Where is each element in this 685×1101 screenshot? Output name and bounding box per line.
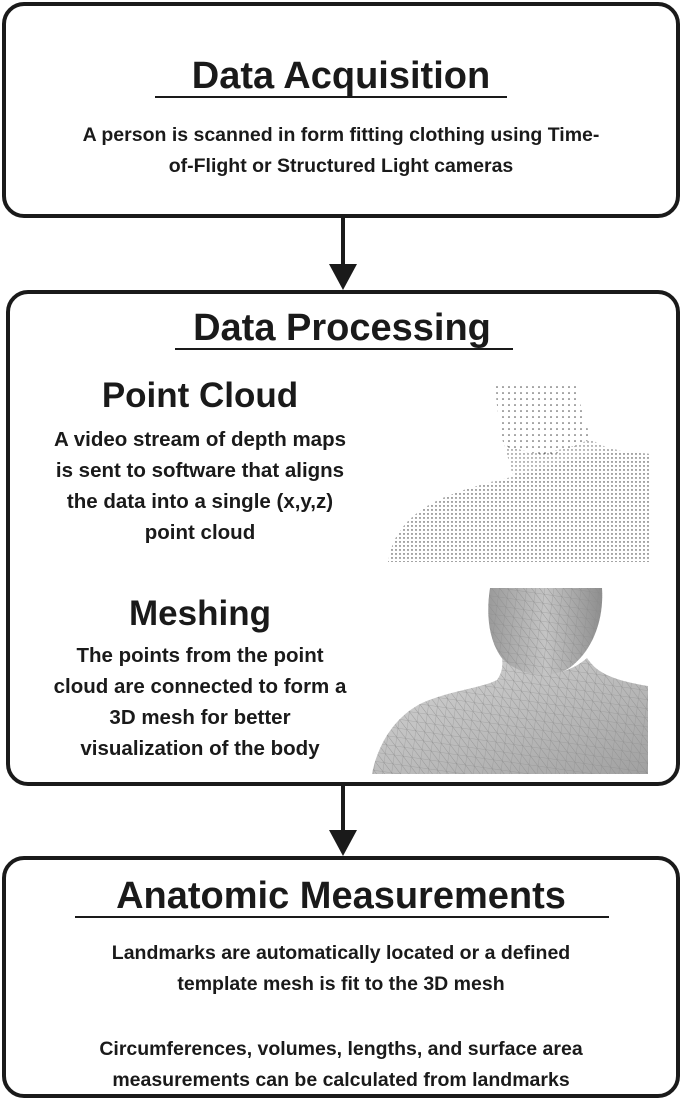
point-cloud-line-2: is sent to software that aligns (55, 459, 345, 482)
landmarks-line-2: template mesh is fit to the 3D mesh (177, 973, 505, 995)
data-processing-title: Data Processing (193, 307, 491, 349)
meshing-description: The points from the point cloud are conn… (30, 640, 370, 764)
mesh-image (372, 588, 648, 774)
point-cloud-line-4: point cloud (144, 521, 256, 544)
data-processing-box: Data Processing Point Cloud A video stre… (6, 290, 680, 786)
landmarks-line-1: Landmarks are automatically located or a… (111, 942, 571, 964)
meshing-line-3: 3D mesh for better (109, 706, 291, 729)
point-cloud-line-1: A video stream of depth maps (54, 428, 346, 451)
data-acquisition-text-line-2: of-Flight or Structured Light cameras (168, 155, 514, 177)
anatomic-measurements-underline (75, 916, 609, 918)
point-cloud-heading: Point Cloud (101, 376, 299, 415)
data-acquisition-title: Data Acquisition (191, 55, 491, 97)
meshing-line-1: The points from the point (76, 644, 324, 667)
calculations-line-1: Circumferences, volumes, lengths, and su… (99, 1038, 583, 1060)
meshing-line-2: cloud are connected to form a (53, 675, 347, 698)
meshing-heading: Meshing (129, 594, 271, 633)
data-acquisition-text-line-1: A person is scanned in form fitting clot… (82, 124, 600, 146)
meshing-line-4: visualization of the body (80, 737, 320, 760)
data-processing-underline (175, 348, 513, 350)
anatomic-measurements-title: Anatomic Measurements (116, 875, 566, 917)
calculations-line-2: measurements can be calculated from land… (112, 1069, 570, 1091)
point-cloud-line-3: the data into a single (x,y,z) (66, 490, 334, 513)
anatomic-measurements-box: Anatomic Measurements Landmarks are auto… (2, 856, 680, 1098)
data-acquisition-underline (155, 96, 507, 98)
arrow-processing-to-measurements (329, 786, 357, 856)
point-cloud-description: A video stream of depth maps is sent to … (30, 424, 370, 548)
landmarks-paragraph: Landmarks are automatically located or a… (6, 938, 676, 1000)
arrow-acquisition-to-processing (329, 218, 357, 290)
point-cloud-image (388, 384, 650, 562)
data-acquisition-text: A person is scanned in form fitting clot… (6, 120, 676, 182)
data-acquisition-box: Data Acquisition A person is scanned in … (2, 2, 680, 218)
calculations-paragraph: Circumferences, volumes, lengths, and su… (6, 1034, 676, 1096)
